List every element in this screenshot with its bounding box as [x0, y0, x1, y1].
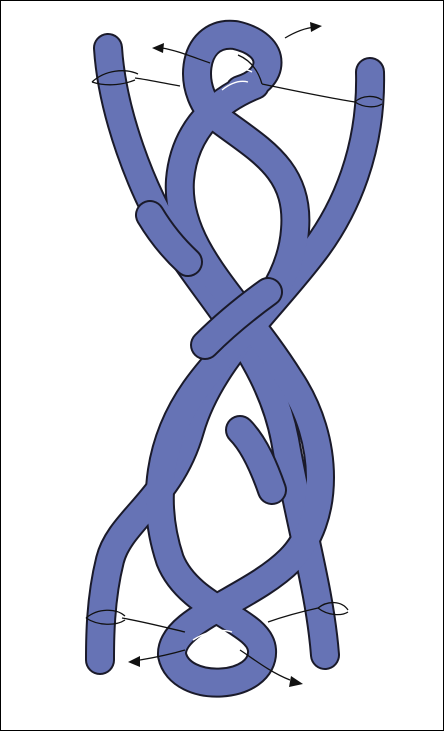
- arrow-top-right-icon: [310, 22, 322, 32]
- arrow-top-left-icon: [152, 43, 164, 53]
- arrow-bottom-left-icon: [128, 656, 140, 667]
- arrow-bottom-right-icon: [289, 676, 303, 687]
